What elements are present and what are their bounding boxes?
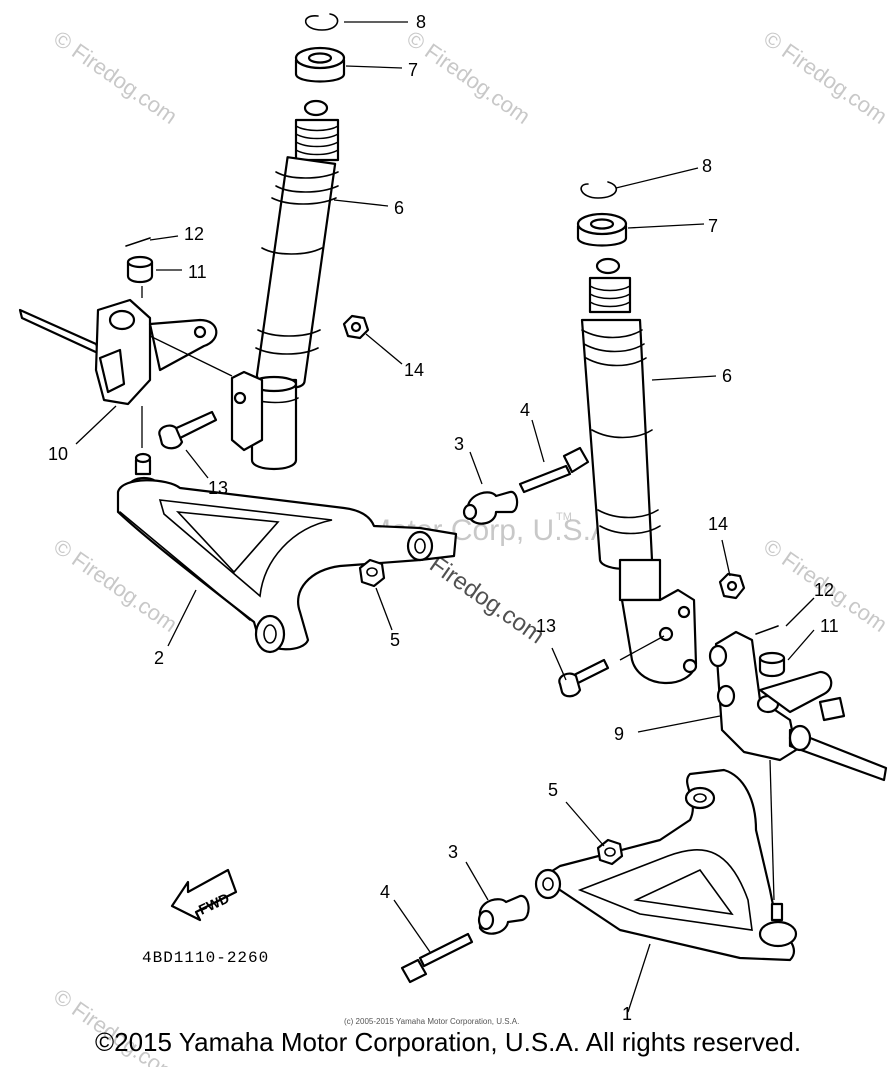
callout-12-right: 12 — [814, 580, 834, 600]
callout-6-right: 6 — [722, 366, 732, 386]
callout-3-upper: 3 — [454, 434, 464, 454]
callout-5-right: 5 — [548, 780, 558, 800]
left-cotter-pin — [125, 237, 151, 247]
watermark-corner-top-middle: © Firedog.com — [402, 26, 535, 129]
right-cotter-pin — [755, 625, 779, 635]
callout-4-upper: 4 — [520, 400, 530, 420]
leader-lines — [75, 21, 815, 1013]
callout-13-left: 13 — [208, 478, 228, 498]
callout-7-right: 7 — [708, 216, 718, 236]
lower-bushing — [477, 894, 530, 935]
callout-14-left: 14 — [404, 360, 424, 380]
right-shock-body — [580, 257, 698, 685]
left-top-nut — [294, 46, 346, 83]
callout-7-left: 7 — [408, 60, 418, 80]
right-circlip — [580, 181, 618, 199]
callout-8-left: 8 — [416, 12, 426, 32]
callout-3-lower: 3 — [448, 842, 458, 862]
left-castle-nut — [126, 255, 154, 284]
right-lower-nut — [718, 572, 746, 600]
callout-13-right: 13 — [536, 616, 556, 636]
callout-2: 2 — [154, 648, 164, 668]
left-shock-body — [230, 99, 340, 470]
watermark-corner-top-right: © Firedog.com — [759, 26, 892, 129]
watermark-site-center: Firedog.com — [425, 551, 550, 650]
left-shock-absorber — [158, 13, 370, 470]
callout-12-left: 12 — [184, 224, 204, 244]
callout-11-left: 11 — [188, 262, 207, 282]
right-shock-bolt — [558, 658, 610, 698]
left-lower-nut — [342, 314, 370, 340]
callout-1: 1 — [622, 1004, 632, 1024]
left-circlip — [304, 13, 339, 31]
callout-8-right: 8 — [702, 156, 712, 176]
callout-5-left: 5 — [390, 630, 400, 650]
small-copyright: (c) 2005-2015 Yamaha Motor Corporation, … — [344, 1017, 519, 1026]
left-control-arm — [116, 452, 458, 654]
right-castle-nut — [758, 651, 786, 678]
callout-6-left: 6 — [394, 198, 404, 218]
left-shock-bolt — [158, 410, 218, 450]
callout-numbers: 8 7 6 12 11 14 10 13 2 5 3 4 8 7 6 14 12… — [48, 12, 839, 1024]
watermark-tm: TM — [556, 511, 572, 523]
callout-10: 10 — [48, 444, 68, 464]
right-steering-knuckle — [708, 625, 888, 782]
left-steering-knuckle — [18, 237, 218, 406]
lower-bolt — [400, 932, 474, 984]
callout-14-right: 14 — [708, 514, 728, 534]
part-code: 4BD1110-2260 — [142, 949, 269, 967]
left-arm-nut — [358, 558, 386, 588]
callout-9: 9 — [614, 724, 624, 744]
right-shock-absorber — [558, 181, 746, 698]
copyright-footer: ©2015 Yamaha Motor Corporation, U.S.A. A… — [94, 1027, 802, 1057]
callout-4-lower: 4 — [380, 882, 390, 902]
forward-direction-arrow: FWD — [170, 868, 238, 922]
right-control-arm — [534, 768, 798, 962]
upper-bushing — [462, 490, 519, 525]
right-top-nut — [576, 212, 628, 247]
upper-bolt — [518, 446, 590, 494]
watermark-corner-top-left: © Firedog.com — [49, 26, 182, 129]
callout-11-right: 11 — [820, 616, 839, 636]
